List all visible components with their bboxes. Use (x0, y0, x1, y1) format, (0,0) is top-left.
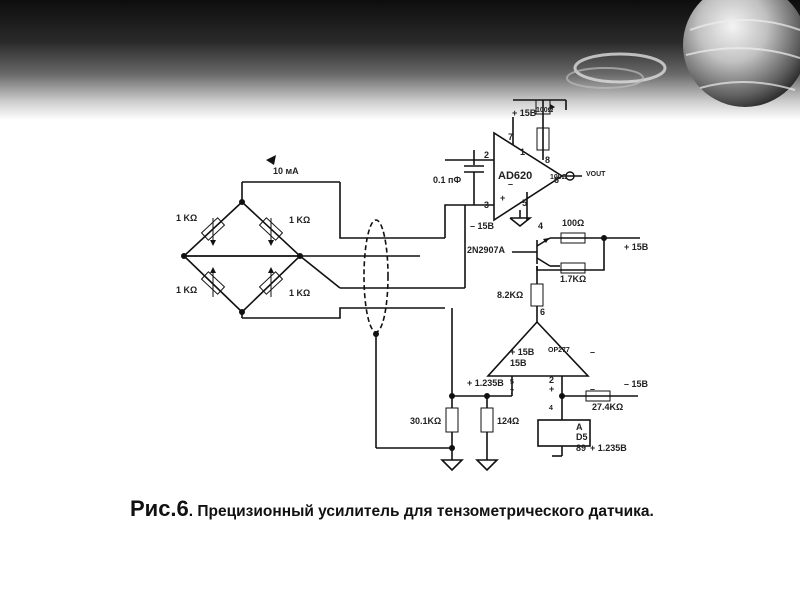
r100-label: 100Ω (562, 218, 584, 228)
pin6-label: 6 (554, 175, 559, 185)
op-plus15-label: + 15В (510, 347, 535, 357)
out-res-label: 100Ω (550, 174, 568, 181)
wheatstone-bridge (181, 181, 465, 319)
op-p4-label: 4 (549, 405, 553, 412)
ad620-label: AD620 (498, 170, 532, 182)
pin4-label: 4 (538, 221, 543, 231)
cable-shield (363, 219, 389, 333)
current-arrow-icon (266, 155, 276, 165)
minus-sign: – (508, 179, 513, 189)
op-dash-label: – (590, 347, 595, 357)
pin8-label: 8 (545, 155, 550, 165)
plus-sign: + (500, 193, 505, 203)
plus15-right-label: + 15В (624, 242, 649, 252)
op277-amplifier (452, 320, 638, 457)
rg-label: 100Ω (536, 107, 554, 114)
ad-v1235-label: + 1.235В (590, 443, 627, 453)
pin1-label: 1 (520, 147, 525, 157)
minus15-ad-label: – 15В (470, 221, 495, 231)
figure-number: Рис.6 (130, 496, 189, 521)
trans-label: 2N2907A (467, 245, 506, 255)
ad-d5-label: D5 (576, 432, 588, 442)
current-label: 10 мА (273, 166, 299, 176)
v1235-label: + 1.235В (467, 378, 504, 388)
op-dash2-label: – (590, 384, 595, 394)
r274-label: 27.4KΩ (592, 402, 623, 412)
r82-label: 8.2KΩ (497, 290, 523, 300)
op-p7-label: 7 (510, 389, 514, 396)
ground-icon (440, 459, 499, 472)
minus15-right-label: – 15В (624, 379, 649, 389)
capacitor (464, 150, 484, 205)
op-pin6-label: 6 (540, 307, 545, 317)
r-tl-label: 1 KΩ (176, 213, 197, 223)
vout-label: VOUT (586, 171, 606, 178)
slide-header-band (0, 0, 800, 120)
cap-label: 0.1 пФ (433, 175, 461, 185)
op277-label: OP277 (548, 347, 570, 354)
pin5-label: 5 (522, 198, 527, 208)
op-15-label: 15В (510, 358, 527, 368)
reference-resistors (445, 308, 494, 460)
r301-label: 30.1KΩ (410, 416, 441, 426)
glass-globe-decoration (566, 0, 800, 107)
figure-caption: Рис.6. Прецизионный усилитель для тензом… (130, 496, 790, 522)
op-plus-label: + (549, 384, 554, 394)
plus15-top-label: + 15В (512, 108, 537, 118)
r17-label: 1.7KΩ (560, 274, 586, 284)
pin2-label: 2 (484, 150, 489, 160)
transistor-2n2907a (512, 232, 640, 322)
op-p2-label: 2 (549, 375, 554, 385)
r-br-label: 1 KΩ (289, 288, 310, 298)
op-p5-label: 5 (510, 379, 514, 386)
ad-a-label: A (576, 422, 583, 432)
r-bl-label: 1 KΩ (176, 285, 197, 295)
ad-89-label: 89 (576, 443, 586, 453)
figure-caption-text: . Прецизионный усилитель для тензометрич… (188, 503, 654, 520)
r-tr-label: 1 KΩ (289, 215, 310, 225)
pin7-label: 7 (508, 132, 513, 142)
pin3-label: 3 (484, 200, 489, 210)
ad620-amplifier (444, 99, 582, 288)
r124-label: 124Ω (497, 416, 519, 426)
